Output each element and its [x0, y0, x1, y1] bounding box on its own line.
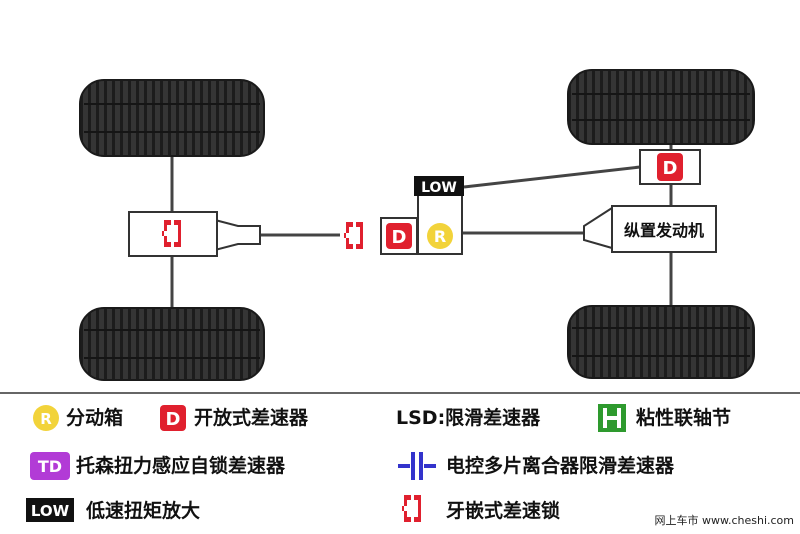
torsen-diff-icon — [30, 452, 70, 480]
svg-text:R: R — [434, 227, 446, 246]
svg-text:D: D — [166, 409, 181, 430]
open-diff-icon — [657, 153, 683, 181]
open-diff-icon — [160, 405, 186, 431]
engine: 纵置发动机 — [583, 205, 717, 253]
tire-front-left — [79, 79, 265, 157]
legend-low-range: 低速扭矩放大 — [86, 500, 201, 522]
legend-viscous: 粘性联轴节 — [636, 407, 732, 429]
front-differential: D — [639, 149, 701, 185]
legend-open-diff: 开放式差速器 — [194, 407, 309, 429]
dog-clutch-lock-icon — [344, 222, 363, 249]
svg-text:LOW: LOW — [421, 180, 457, 196]
tire-rear-left — [79, 307, 265, 381]
tire-rear-right — [567, 305, 755, 379]
low-range-icon — [414, 176, 464, 196]
legend-transfer-case: 分动箱 — [66, 407, 124, 429]
legend-dog-lock: 牙嵌式差速锁 — [446, 500, 561, 522]
open-diff-icon — [386, 223, 412, 249]
legend-icons: R D TD LOW — [26, 404, 626, 522]
svg-text:R: R — [40, 410, 52, 428]
svg-text:D: D — [663, 158, 678, 179]
dog-clutch-lock-icon — [402, 495, 421, 522]
legend-lsd: LSD:限滑差速器 — [396, 407, 541, 429]
viscous-coupling-icon — [598, 404, 626, 432]
low-range-icon — [26, 498, 74, 522]
legend-torsen: 托森扭力感应自锁差速器 — [76, 455, 286, 477]
transfer-case-icon — [33, 405, 59, 431]
svg-text:D: D — [392, 227, 407, 248]
rear-differential — [128, 211, 261, 257]
svg-text:TD: TD — [38, 457, 62, 476]
tire-front-right — [567, 69, 755, 145]
engine-label: 纵置发动机 — [624, 221, 704, 240]
legend-multiplate: 电控多片离合器限滑差速器 — [446, 455, 675, 477]
transfer-case-icon — [427, 223, 453, 249]
svg-text:LOW: LOW — [31, 502, 70, 520]
watermark: 网上车市 www.cheshi.com — [654, 514, 794, 527]
center-assembly: D R LOW — [344, 176, 464, 255]
multiplate-clutch-icon — [398, 452, 436, 480]
